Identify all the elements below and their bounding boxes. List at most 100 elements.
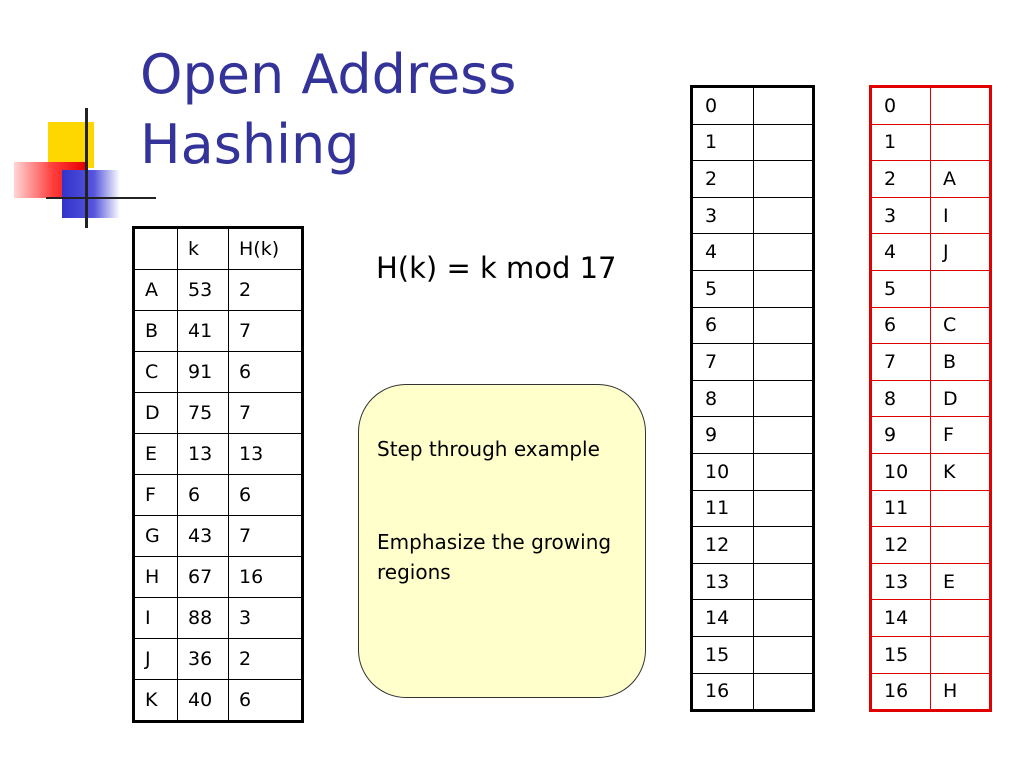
key-table-cell: 13 — [177, 433, 229, 475]
key-table-cell: 2 — [228, 638, 303, 680]
key-table-cell: 43 — [177, 515, 229, 557]
note-emphasize: Emphasize the growing regions — [377, 530, 612, 584]
slot-value-cell — [753, 635, 814, 674]
table-row: 14 — [691, 599, 814, 637]
slot-index-cell: 4 — [691, 233, 754, 271]
slot-index-cell: 12 — [870, 526, 931, 564]
slot-index-cell: 2 — [691, 160, 754, 198]
slot-index-cell: 2 — [870, 160, 931, 198]
table-row: 1 — [870, 123, 991, 162]
slot-index-cell: 16 — [691, 672, 754, 712]
slot-index-cell: 13 — [870, 562, 931, 601]
slot-value-cell — [753, 526, 814, 564]
slot-value-cell: H — [930, 672, 991, 712]
slot-value-cell: B — [930, 343, 991, 381]
table-row: 7 — [691, 343, 814, 381]
table-row: 12 — [691, 526, 814, 564]
table-row: 5 — [870, 269, 991, 308]
slot-index-cell: 15 — [691, 635, 754, 674]
table-row: 9 — [691, 416, 814, 454]
slot-value-cell — [753, 562, 814, 601]
key-table-cell: A — [133, 269, 178, 311]
slot-index-cell: 3 — [870, 196, 931, 235]
key-table-header-cell — [133, 227, 178, 270]
slot-value-cell — [753, 416, 814, 454]
slot-index-cell: 8 — [870, 379, 931, 418]
key-table-cell: 36 — [177, 638, 229, 680]
slot-index-cell: 9 — [870, 416, 931, 454]
table-row: 1 — [691, 123, 814, 162]
key-table-cell: D — [133, 392, 178, 434]
table-row: 2 — [691, 160, 814, 198]
key-table-cell: F — [133, 474, 178, 516]
key-table-cell: H — [133, 556, 178, 598]
key-table-cell: 88 — [177, 597, 229, 639]
key-table-cell: B — [133, 310, 178, 352]
slot-value-cell: A — [930, 160, 991, 198]
slot-value-cell: E — [930, 562, 991, 601]
slot-index-cell: 12 — [691, 526, 754, 564]
slot-index-cell: 15 — [870, 635, 931, 674]
slot-index-cell: 4 — [870, 233, 931, 271]
table-row: 15 — [870, 635, 991, 674]
slot-index-cell: 14 — [691, 599, 754, 637]
slot-value-cell — [930, 269, 991, 308]
table-row: 5 — [691, 269, 814, 308]
key-table-cell: 3 — [228, 597, 303, 639]
table-row: 12 — [870, 526, 991, 564]
slot-value-cell — [753, 452, 814, 491]
key-table-cell: C — [133, 351, 178, 393]
slot-value-cell — [753, 489, 814, 528]
key-table-header-cell: k — [177, 227, 229, 270]
table-row: 0 — [691, 86, 814, 125]
slot-value-cell — [753, 599, 814, 637]
table-row: 13 — [691, 562, 814, 601]
slide-title: Open Address Hashing — [140, 40, 516, 180]
key-table-cell: 7 — [228, 515, 303, 557]
key-table-cell: 6 — [228, 474, 303, 516]
slot-value-cell: F — [930, 416, 991, 454]
slot-index-cell: 0 — [691, 86, 754, 125]
key-table-cell: E — [133, 433, 178, 475]
slot-index-cell: 10 — [870, 452, 931, 491]
slot-index-cell: 7 — [870, 343, 931, 381]
key-table-cell: J — [133, 638, 178, 680]
key-table-cell: 75 — [177, 392, 229, 434]
slot-index-cell: 5 — [691, 269, 754, 308]
slot-value-cell — [930, 599, 991, 637]
key-table-cell: 13 — [228, 433, 303, 475]
slot-index-cell: 1 — [870, 123, 931, 162]
slot-value-cell — [753, 306, 814, 345]
slot-index-cell: 7 — [691, 343, 754, 381]
decor-blue-square — [62, 170, 120, 218]
table-row: 8 — [691, 379, 814, 418]
slot-value-cell — [930, 635, 991, 674]
table-row: 11 — [870, 489, 991, 528]
slot-value-cell: K — [930, 452, 991, 491]
key-table-cell: 41 — [177, 310, 229, 352]
slot-value-cell — [753, 160, 814, 198]
table-row: 4 — [691, 233, 814, 271]
key-table-cell: 6 — [177, 474, 229, 516]
key-table-cell: I — [133, 597, 178, 639]
table-row: 6 — [691, 306, 814, 345]
slot-index-cell: 6 — [870, 306, 931, 345]
slot-index-cell: 1 — [691, 123, 754, 162]
key-table-cell: 16 — [228, 556, 303, 598]
slot-value-cell — [753, 233, 814, 271]
slot-index-cell: 10 — [691, 452, 754, 491]
